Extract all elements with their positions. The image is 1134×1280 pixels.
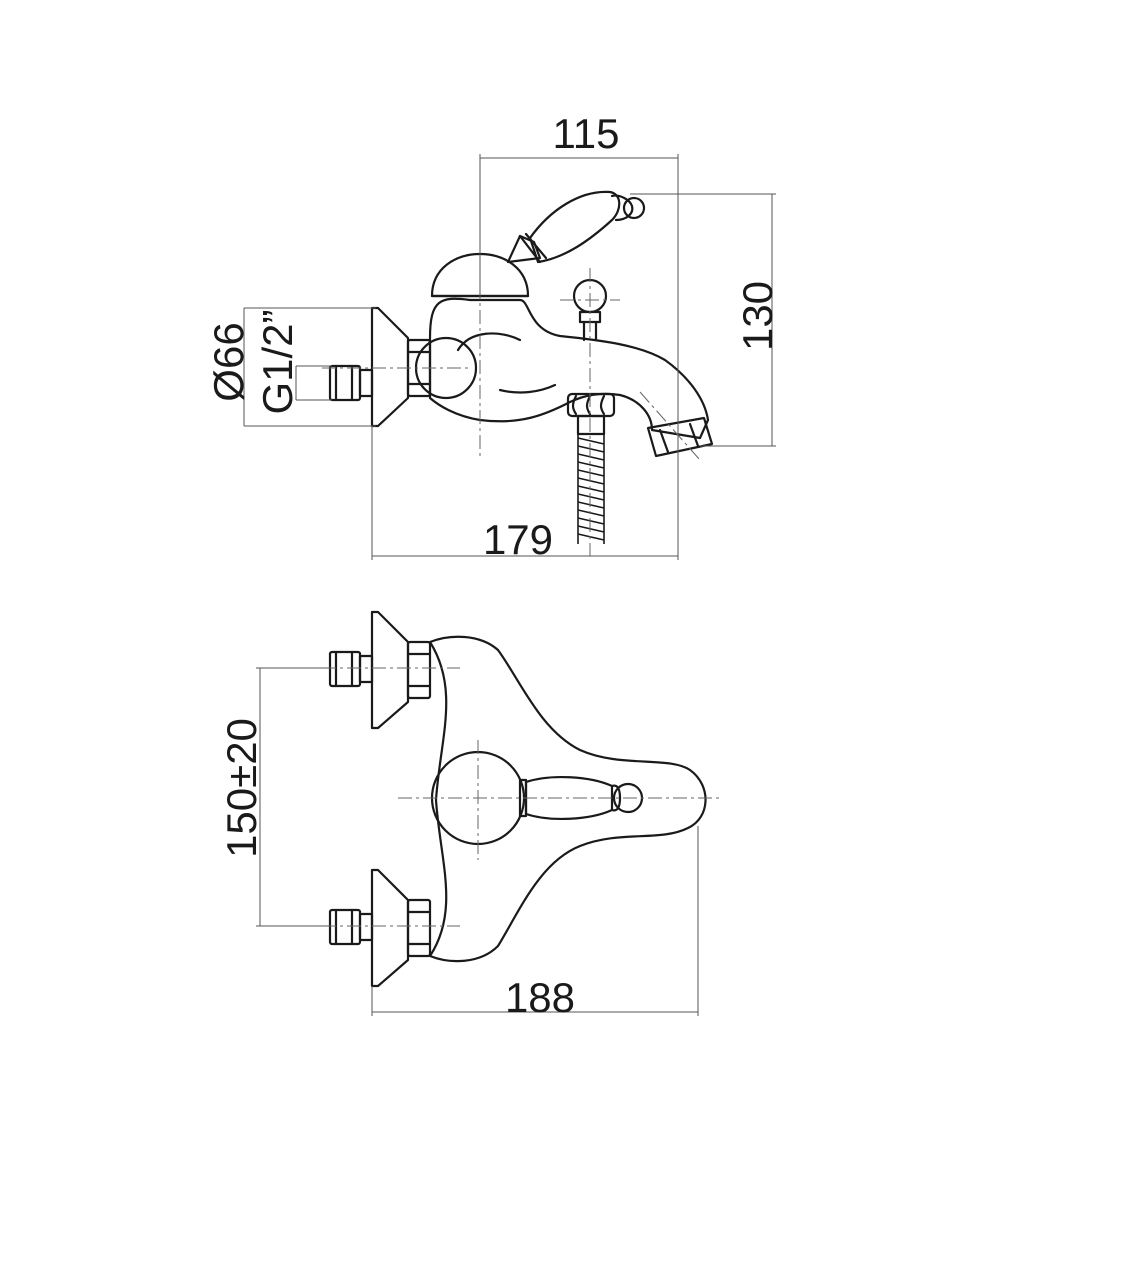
side-spout-aerator <box>646 416 714 458</box>
side-view: 115 130 Ø66 G1/2” 179 <box>205 110 781 563</box>
dim-150: 150±20 <box>218 667 330 927</box>
plan-upper-inlet <box>328 610 432 730</box>
dim-179-label: 179 <box>483 516 553 563</box>
plan-mixer-body <box>428 635 707 963</box>
dim-115: 115 <box>479 110 679 405</box>
dim-150-label: 150±20 <box>218 718 265 858</box>
dim-188-label: 188 <box>505 974 575 1021</box>
plan-center-lines <box>322 667 722 927</box>
side-inlet-fitting <box>328 364 374 402</box>
plan-lower-inlet <box>328 868 432 988</box>
dim-thread-label: G1/2” <box>254 309 301 414</box>
dim-179: 179 <box>371 405 679 563</box>
side-hose-nut <box>566 392 616 436</box>
dim-130-label: 130 <box>734 281 781 351</box>
side-center-lines <box>322 160 701 556</box>
dim-115-label: 115 <box>553 110 620 157</box>
side-shower-hose <box>577 434 605 544</box>
side-lever-handle <box>506 190 646 264</box>
dim-diameter-label: Ø66 <box>205 322 252 401</box>
dim-130: 130 <box>630 193 781 447</box>
plan-view: 150±20 188 <box>218 610 722 1021</box>
dim-flange: Ø66 G1/2” <box>205 307 376 427</box>
dim-188: 188 <box>371 826 699 1021</box>
side-wall-flange <box>370 306 410 428</box>
